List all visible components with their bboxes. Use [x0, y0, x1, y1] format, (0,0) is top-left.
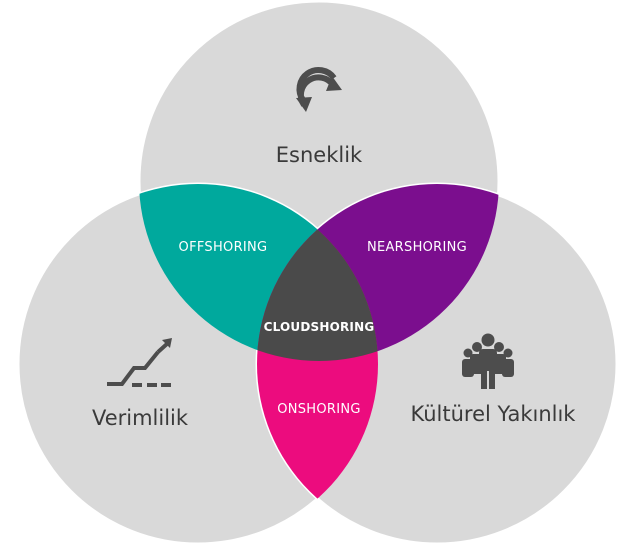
circle-label-esneklik: Esneklik: [276, 143, 363, 167]
people-group-icon: [462, 333, 514, 389]
region-cloudshoring: [257, 184, 378, 361]
circle-label-kulturel-yakinlik: Kültürel Yakınlık: [411, 402, 577, 426]
refresh-cycle-icon: [296, 67, 342, 112]
region-label-onshoring: ONSHORING: [277, 402, 361, 417]
region-label-offshoring: OFFSHORING: [179, 240, 268, 255]
rising-steps-arrow-icon: [107, 338, 172, 387]
circle-label-verimlilik: Verimlilik: [92, 406, 189, 430]
region-label-cloudshoring: CLOUDSHORING: [264, 320, 375, 334]
region-label-nearshoring: NEARSHORING: [367, 240, 467, 255]
